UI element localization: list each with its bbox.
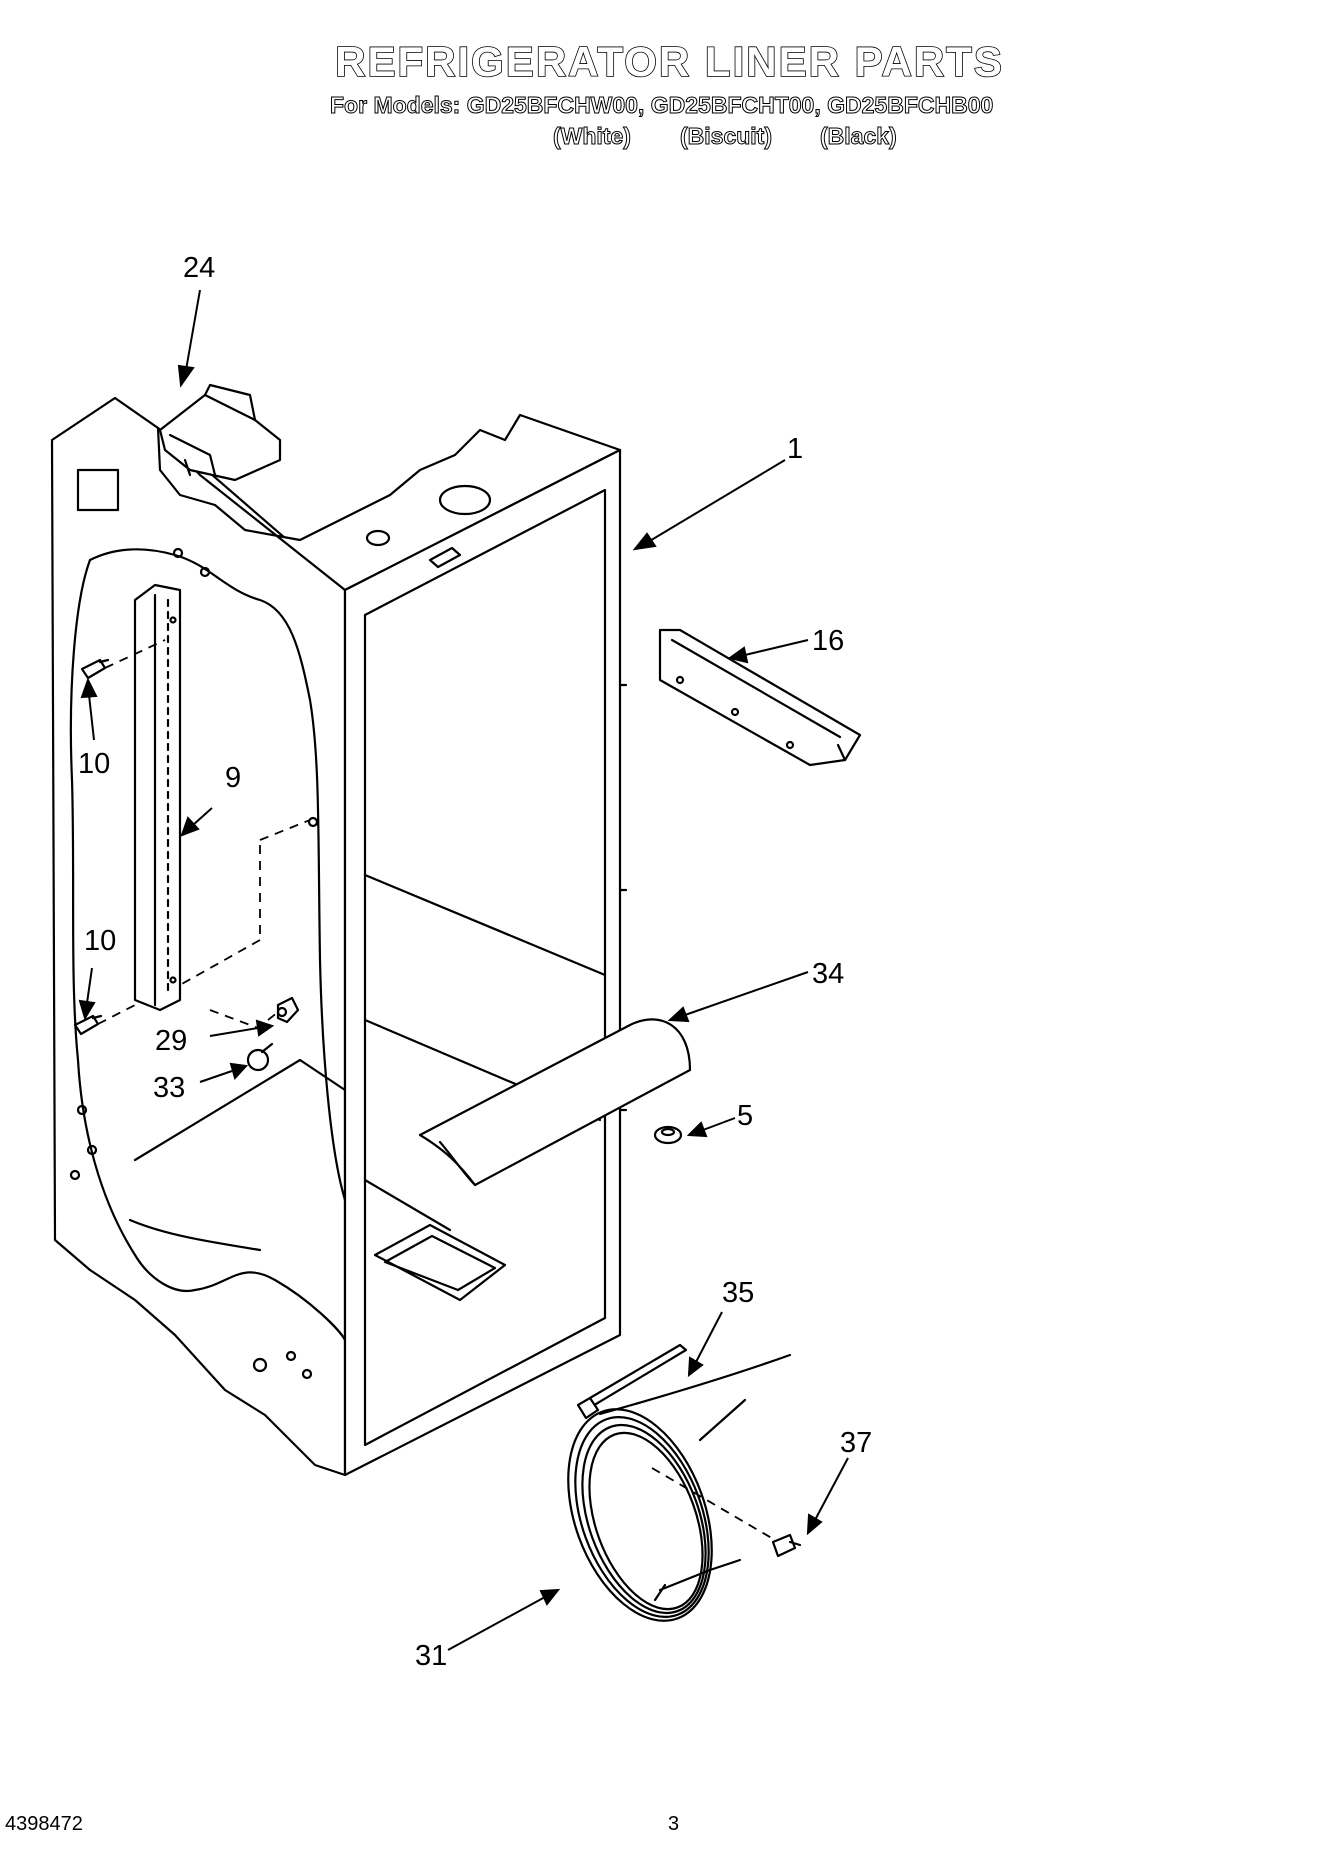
color-label-white: (White) (553, 123, 632, 150)
leader-arrow-9 (180, 807, 213, 837)
callout-9: 9 (225, 762, 241, 794)
color-label-biscuit: (Biscuit) (680, 123, 773, 150)
leader-arrow-31 (447, 1588, 561, 1651)
callout-29: 29 (155, 1025, 187, 1057)
callout-16: 16 (812, 625, 844, 657)
page-number: 3 (668, 1813, 680, 1835)
leader-arrow-10-bottom (78, 967, 96, 1021)
callout-10-top: 10 (78, 748, 110, 780)
callout-24: 24 (183, 252, 215, 284)
shroud-part-34 (418, 1018, 692, 1187)
leader-arrow-37 (806, 1457, 849, 1536)
callout-5: 5 (737, 1100, 753, 1132)
callout-31: 31 (415, 1640, 447, 1672)
leader-arrow-16 (727, 639, 809, 664)
leader-arrow-10-top (80, 677, 98, 741)
callout-35: 35 (722, 1277, 754, 1309)
assembly-line-screw-top (104, 639, 166, 669)
callout-34: 34 (812, 958, 844, 990)
callout-33: 33 (153, 1072, 185, 1104)
water-tubing-part-31 (567, 1398, 747, 1622)
leader-arrow-33 (199, 1062, 249, 1083)
callout-1: 1 (787, 433, 803, 465)
cable-tie-part-35 (576, 1343, 792, 1420)
assembly-line-screw-bottom (97, 1004, 136, 1025)
light-socket-part-29 (276, 996, 300, 1024)
plug-part-5 (653, 1125, 683, 1145)
liner-cabinet-part-1 (50, 396, 628, 1477)
leader-arrow-24 (177, 289, 201, 388)
leader-arrow-34 (667, 971, 809, 1023)
control-housing-part-24 (158, 383, 282, 482)
clamp-screw-part-37 (771, 1533, 802, 1558)
shelf-ladder-part-9 (133, 583, 182, 1012)
assembly-line-clamp (651, 1467, 776, 1541)
trim-piece-part-16 (658, 628, 862, 767)
color-label-black: (Black) (820, 123, 898, 150)
bulb-part-33 (246, 1042, 274, 1072)
callout-37: 37 (840, 1427, 872, 1459)
leader-arrow-35 (687, 1311, 723, 1378)
page-title: REFRIGERATOR LINER PARTS (334, 37, 1004, 86)
assembly-line-ladder-top (259, 819, 311, 841)
leader-arrow-5 (686, 1117, 736, 1138)
part-number: 4398472 (5, 1813, 83, 1835)
callout-10-bottom: 10 (84, 925, 116, 957)
models-line: For Models: GD25BFCHW00, GD25BFCHT00, GD… (329, 92, 994, 119)
leader-arrow-1 (632, 459, 786, 551)
leader-arrow-29 (209, 1019, 275, 1037)
